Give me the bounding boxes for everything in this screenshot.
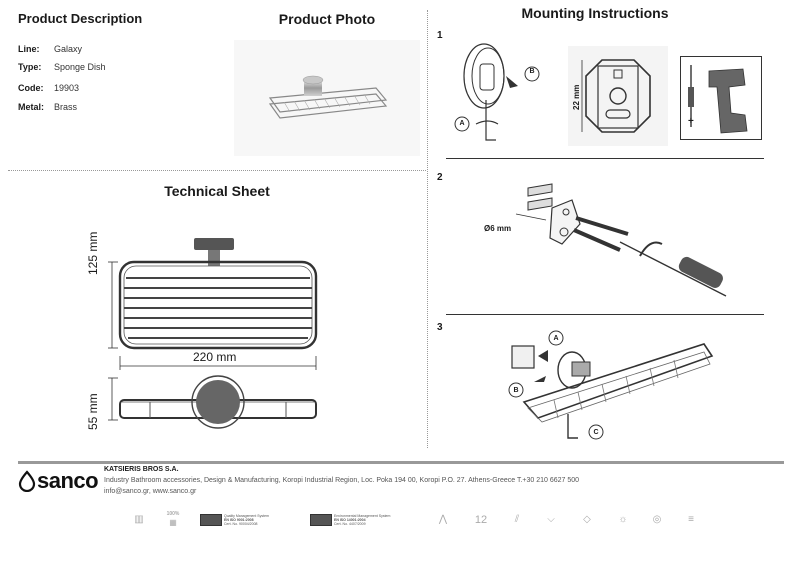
spec-label: Type:	[18, 62, 42, 72]
spec-line: Line: Galaxy	[18, 44, 82, 54]
section-divider	[8, 170, 426, 171]
spec-value: Brass	[54, 102, 78, 112]
mounting-instructions-heading: Mounting Instructions	[521, 5, 669, 21]
wall-mount-side-icon	[196, 380, 240, 424]
label-a: A	[459, 120, 465, 127]
diamond-badge-icon: ◇	[583, 514, 591, 525]
hotel-badge-icon: ▥	[134, 514, 144, 525]
step-1-bracket-drawing	[454, 43, 540, 141]
spec-label: Metal:	[18, 102, 45, 112]
plus-icon: +	[688, 116, 694, 127]
wall-plug-icon	[527, 183, 553, 211]
spec-value: Galaxy	[54, 44, 83, 54]
product-description-heading: Product Description	[18, 11, 143, 26]
product-photo-heading: Product Photo	[278, 11, 376, 27]
arrow-b-icon	[506, 76, 518, 88]
step-3-drawing	[508, 330, 714, 440]
company-address: Industry Bathroom accessories, Design & …	[104, 477, 580, 484]
logo-text: sanco	[37, 468, 99, 493]
step-1-plate-drawing	[568, 46, 668, 146]
step-3-number: 3	[437, 322, 443, 333]
step-2-number: 2	[437, 172, 443, 183]
technical-sheet-heading: Technical Sheet	[164, 183, 270, 199]
step-1-tools	[680, 56, 762, 140]
product-photo	[234, 40, 420, 156]
step-1-number: 1	[437, 30, 443, 41]
technical-drawing	[108, 238, 318, 429]
rotate-arrow-icon	[639, 241, 663, 257]
column-divider	[427, 10, 428, 448]
drill-icon	[708, 68, 748, 134]
label-a-step3: A	[553, 335, 559, 342]
dim-6mm-label: Ø6 mm	[484, 224, 512, 233]
environmental-cert-icon	[310, 514, 332, 526]
dim-22mm-label: 22 mm	[572, 84, 581, 110]
width-dimension-label: 220 mm	[193, 350, 237, 364]
company-name: KATSIERIS BROS S.A.	[104, 466, 179, 473]
arrow-b-step3-icon	[534, 376, 546, 382]
spec-value: Sponge Dish	[54, 62, 106, 72]
label-b: B	[529, 68, 535, 75]
stripes-badge-icon: ⫽	[514, 514, 520, 525]
spec-label: Code:	[18, 83, 44, 93]
spec-metal: Metal: Brass	[18, 102, 77, 112]
spec-type: Type: Sponge Dish	[18, 62, 106, 72]
wall-mount-icon	[194, 238, 234, 250]
screwdriver-step2-icon	[619, 241, 727, 297]
label-c: C	[593, 429, 599, 436]
hex-key-step3-icon	[567, 414, 578, 439]
spec-value: 19903	[54, 83, 80, 93]
twelve-year-badge: 12	[474, 514, 488, 526]
label-b-step3: B	[513, 387, 519, 394]
dish-step3-icon	[522, 343, 714, 419]
chevron-badge-icon: ⌵	[547, 514, 555, 525]
depth-dimension-label: 55 mm	[86, 393, 100, 430]
step-2-drawing	[515, 183, 727, 297]
sun-badge-icon: ☼	[618, 514, 628, 525]
company-contact: info@sanco.gr, www.sanco.gr	[104, 488, 197, 495]
eagle-badge-icon: ⋀	[438, 514, 448, 525]
dish-frame-top	[118, 260, 318, 350]
screw-icon	[575, 216, 629, 236]
arrow-a-icon	[538, 350, 548, 362]
sanco-logo-icon	[18, 470, 36, 492]
bars-badge-icon: ≡	[688, 514, 694, 525]
sanco-logo: sanco	[18, 468, 99, 494]
hundred-percent-badge: 100%▦	[166, 511, 180, 527]
footer-rule	[18, 461, 784, 464]
quality-cert-icon	[200, 514, 222, 526]
circle-badge-icon: ◎	[652, 514, 662, 525]
dish-wires	[124, 277, 312, 339]
height-dimension-label: 125 mm	[86, 231, 100, 275]
spec-code: Code: 19903	[18, 83, 79, 93]
step-divider	[446, 158, 764, 159]
step-divider	[446, 314, 764, 315]
sponge-dish-photo-icon	[268, 75, 388, 119]
spec-label: Line:	[18, 44, 40, 54]
hex-key-icon	[485, 100, 496, 141]
